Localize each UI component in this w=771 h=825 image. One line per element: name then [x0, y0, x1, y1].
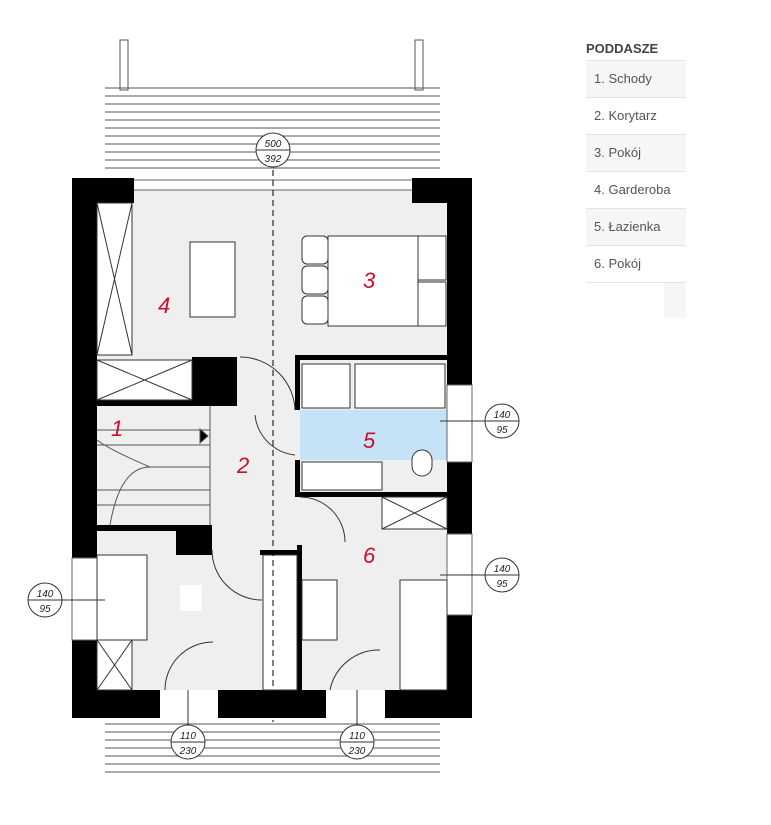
- svg-text:500: 500: [265, 139, 282, 150]
- svg-text:110: 110: [349, 731, 365, 742]
- svg-text:140: 140: [494, 410, 511, 421]
- room-legend: PODDASZE 1. Schody 2. Korytarz 3. Pokój …: [586, 38, 686, 318]
- legend-title: PODDASZE: [586, 38, 686, 61]
- svg-text:230: 230: [348, 746, 366, 757]
- outer-walls: [72, 178, 472, 718]
- stairs: [96, 406, 211, 526]
- room-number-3: 3: [363, 268, 376, 293]
- legend-item[interactable]: 6. Pokój: [586, 246, 686, 283]
- dimension-left: 140 95: [27, 582, 105, 618]
- inner-walls: [97, 355, 447, 690]
- dimension-right-room: 140 95: [440, 557, 520, 593]
- legend-item[interactable]: 2. Korytarz: [586, 98, 686, 135]
- furniture: [96, 202, 448, 691]
- svg-text:95: 95: [39, 604, 51, 615]
- doors: [164, 356, 381, 691]
- room-number-6: 6: [363, 543, 376, 568]
- legend-item[interactable]: 5. Łazienka: [586, 209, 686, 246]
- legend-item[interactable]: 1. Schody: [586, 61, 686, 98]
- svg-text:230: 230: [179, 746, 197, 757]
- room-number-5: 5: [363, 428, 376, 453]
- bottom-balcony: [105, 723, 440, 773]
- svg-text:140: 140: [494, 564, 511, 575]
- svg-text:392: 392: [265, 154, 282, 165]
- dimension-top: 500 392: [255, 132, 291, 168]
- svg-text:95: 95: [496, 425, 508, 436]
- svg-text:140: 140: [37, 589, 54, 600]
- dimension-bottom-left: 110 230: [170, 690, 206, 760]
- dimension-right-bath: 140 95: [440, 403, 520, 439]
- legend-item[interactable]: 4. Garderoba: [586, 172, 686, 209]
- room-number-2: 2: [236, 453, 249, 478]
- svg-text:95: 95: [496, 579, 508, 590]
- legend-empty-row: [586, 283, 686, 318]
- dimension-bottom-right: 110 230: [339, 690, 375, 760]
- svg-text:110: 110: [180, 731, 196, 742]
- room-number-4: 4: [158, 293, 170, 318]
- legend-item[interactable]: 3. Pokój: [586, 135, 686, 172]
- room-number-1: 1: [111, 416, 123, 441]
